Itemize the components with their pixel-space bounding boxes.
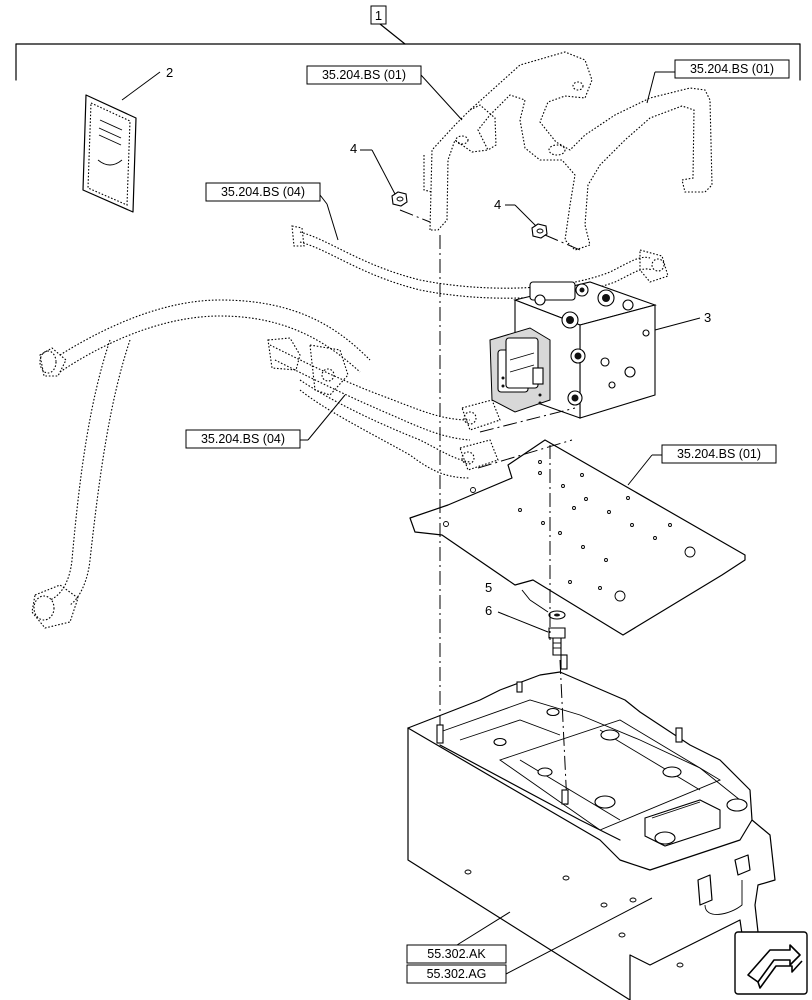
mounting-plate bbox=[409, 439, 746, 636]
ref-label: 35.204.BS (04) bbox=[201, 432, 285, 446]
ref-frame-bracket-right[interactable]: 35.204.BS (01) bbox=[646, 59, 790, 104]
ref-hose-upper[interactable]: 35.204.BS (04) bbox=[205, 182, 339, 241]
next-page-arrow-icon[interactable] bbox=[734, 931, 808, 995]
ref-label: 35.204.BS (01) bbox=[690, 62, 774, 76]
ref-label: 35.204.BS (01) bbox=[322, 68, 406, 82]
item-number-2[interactable]: 2 bbox=[166, 65, 173, 80]
item-number-4-left[interactable]: 4 bbox=[350, 141, 357, 156]
item-number-3[interactable]: 3 bbox=[704, 310, 711, 325]
ref-label: 35.204.BS (04) bbox=[221, 185, 305, 199]
ref-battery-box-ag[interactable]: 55.302.AG bbox=[406, 897, 653, 984]
nut-right bbox=[505, 204, 548, 239]
ref-plate[interactable]: 35.204.BS (01) bbox=[627, 444, 777, 486]
ref-label: 55.302.AG bbox=[427, 967, 487, 981]
item-number-6[interactable]: 6 bbox=[485, 603, 492, 618]
ref-frame-bracket-left[interactable]: 35.204.BS (01) bbox=[306, 65, 463, 121]
main-callout-number: 1 bbox=[375, 8, 382, 23]
assembly-bracket bbox=[15, 23, 801, 81]
hose-lower bbox=[31, 299, 501, 629]
ref-label: 55.302.AK bbox=[427, 947, 486, 961]
ref-label: 35.204.BS (01) bbox=[677, 447, 761, 461]
control-valve bbox=[489, 281, 701, 419]
frame-bracket bbox=[423, 51, 713, 251]
main-callout[interactable]: 1 bbox=[370, 5, 387, 25]
centerlines bbox=[399, 209, 581, 806]
item-number-4-right[interactable]: 4 bbox=[494, 197, 501, 212]
ref-battery-box-ak[interactable]: 55.302.AK bbox=[406, 911, 511, 964]
nut-left bbox=[360, 149, 408, 207]
ref-hose-lower[interactable]: 35.204.BS (04) bbox=[185, 394, 346, 449]
hose-upper bbox=[291, 225, 669, 299]
operator-manual bbox=[82, 71, 161, 213]
washer bbox=[521, 589, 566, 620]
battery-box bbox=[407, 654, 776, 1000]
item-number-5[interactable]: 5 bbox=[485, 580, 492, 595]
